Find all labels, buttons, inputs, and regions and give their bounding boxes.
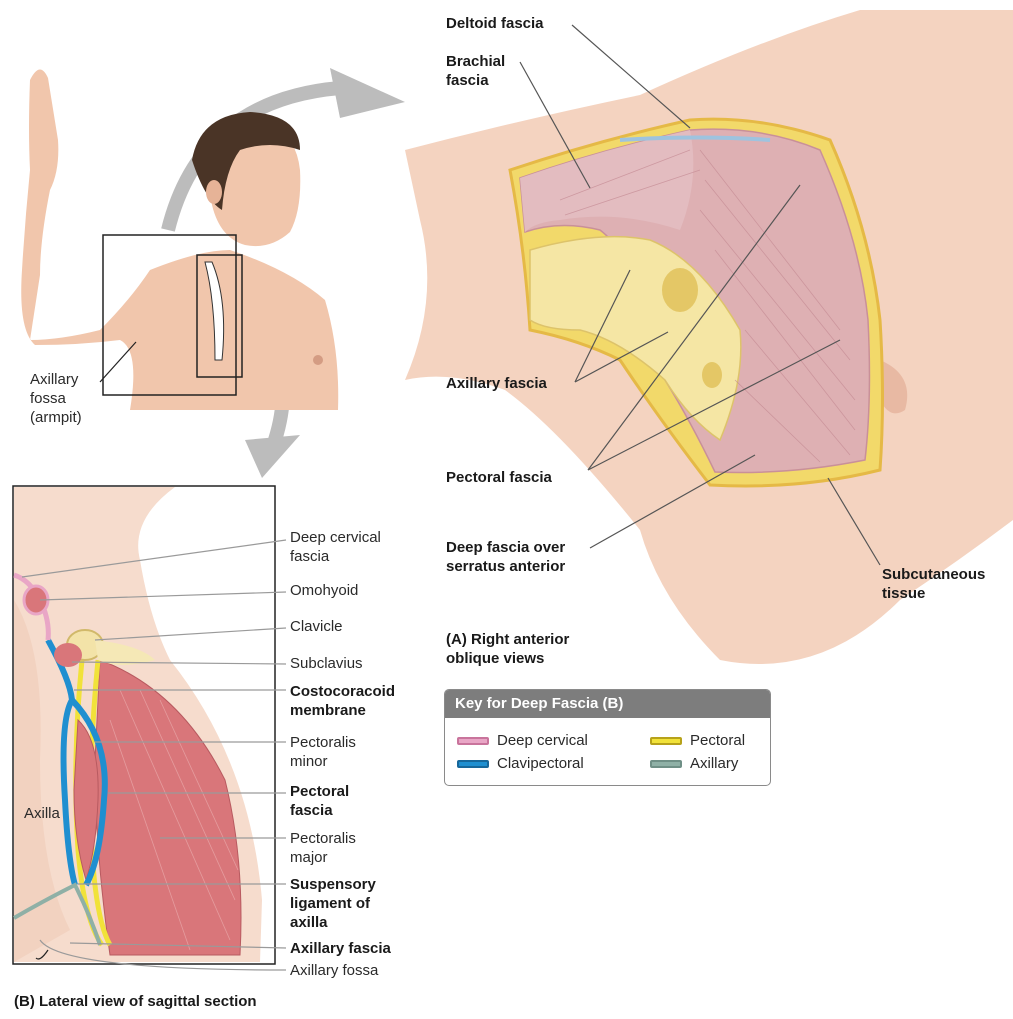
label-axillary-fascia-a: Axillary fascia <box>446 374 547 393</box>
man-figure <box>21 69 338 410</box>
key-item-deep-cervical: Deep cervical <box>457 732 588 750</box>
label-subclavius: Subclavius <box>290 654 363 673</box>
man-nipple <box>313 355 323 365</box>
label-suspensory-ligament: Suspensory ligament of axilla <box>290 875 376 932</box>
key-label-pectoral: Pectoral <box>690 732 745 749</box>
label-costocoracoid-membrane: Costocoracoid membrane <box>290 682 395 720</box>
man-ear <box>206 180 222 204</box>
label-pectoralis-minor: Pectoralis minor <box>290 733 356 771</box>
label-axillary-fascia-b: Axillary fascia <box>290 939 391 958</box>
armpit-leader <box>100 342 136 382</box>
label-omohyoid: Omohyoid <box>290 581 358 600</box>
label-deep-cervical-fascia: Deep cervical fascia <box>290 528 381 566</box>
arrow-head-b <box>245 435 300 478</box>
swatch-deep-cervical <box>457 737 489 745</box>
panel-b-art <box>13 486 275 964</box>
deep-fascia-key: Key for Deep Fascia (B) Deep cervical Pe… <box>444 689 771 786</box>
man-body <box>21 69 338 410</box>
key-title: Key for Deep Fascia (B) <box>445 690 770 718</box>
label-subcutaneous-tissue: Subcutaneous tissue <box>882 565 985 603</box>
caption-panel-a: (A) Right anterior oblique views <box>446 630 569 668</box>
key-label-deep-cervical: Deep cervical <box>497 732 588 749</box>
key-label-clavipectoral: Clavipectoral <box>497 755 584 772</box>
label-deep-fascia-serratus: Deep fascia over serratus anterior <box>446 538 565 576</box>
label-deltoid-fascia: Deltoid fascia <box>446 14 544 33</box>
swatch-pectoral <box>650 737 682 745</box>
arrow-head-a <box>330 68 405 118</box>
key-item-pectoral: Pectoral <box>650 732 745 750</box>
label-pectoral-fascia-a: Pectoral fascia <box>446 468 552 487</box>
caption-panel-b: (B) Lateral view of sagittal section <box>14 992 257 1011</box>
swatch-axillary <box>650 760 682 768</box>
label-brachial-fascia: Brachial fascia <box>446 52 505 90</box>
key-label-axillary: Axillary <box>690 755 738 772</box>
key-item-axillary: Axillary <box>650 755 738 773</box>
axillary-node-2 <box>702 362 722 388</box>
subclavius-muscle <box>54 643 82 667</box>
label-pectoral-fascia-b: Pectoral fascia <box>290 782 349 820</box>
key-item-clavipectoral: Clavipectoral <box>457 755 584 773</box>
label-axillary-fossa-b: Axillary fossa <box>290 961 378 980</box>
axillary-node <box>662 268 698 312</box>
label-pectoralis-major: Pectoralis major <box>290 829 356 867</box>
label-clavicle: Clavicle <box>290 617 343 636</box>
label-axillary-fossa-armpit: Axillary fossa (armpit) <box>30 370 82 427</box>
swatch-clavipectoral <box>457 760 489 768</box>
label-axilla: Axilla <box>24 804 60 823</box>
